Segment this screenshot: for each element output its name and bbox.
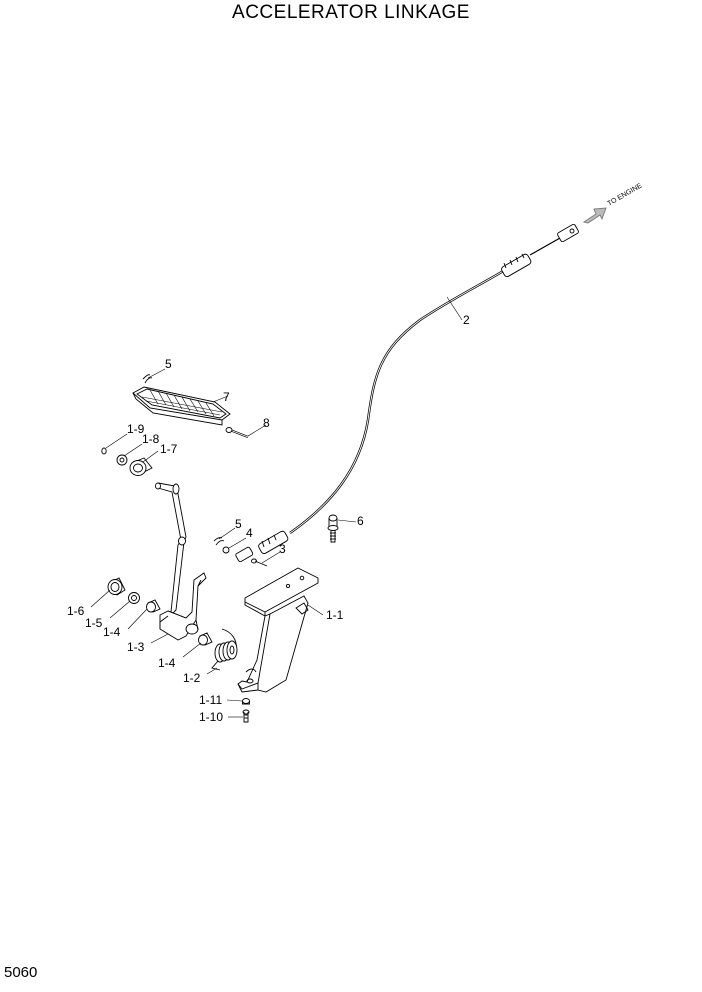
part-1-9-ring	[101, 447, 107, 455]
part-3-pin	[251, 558, 268, 567]
part-1-11-nut	[242, 698, 250, 705]
page-title: ACCELERATOR LINKAGE	[232, 2, 470, 23]
callout-1-4-left: 1-4	[103, 625, 121, 639]
page-number: 5060	[4, 964, 38, 981]
part-1-8-washer	[116, 454, 128, 466]
callout-2: 2	[463, 313, 470, 327]
part-5-upper-pin	[142, 374, 153, 384]
callout-5-lower: 5	[235, 517, 242, 531]
callout-1-1: 1-1	[326, 608, 344, 622]
part-8-bolt	[225, 427, 249, 439]
callout-1-3: 1-3	[127, 640, 145, 654]
part-7-pedal-pad	[132, 386, 231, 426]
callout-8: 8	[263, 416, 270, 430]
part-6-bolt	[327, 514, 339, 543]
callout-1-2: 1-2	[183, 671, 201, 685]
callout-7: 7	[223, 390, 230, 404]
callout-3: 3	[279, 542, 286, 556]
part-1-3-pedal-arm	[155, 482, 207, 641]
callout-1-8: 1-8	[142, 432, 160, 446]
callout-5-upper: 5	[165, 357, 172, 371]
callout-1-11: 1-11	[199, 693, 222, 707]
part-1-4-bushing-left	[146, 599, 161, 613]
part-4-washer	[222, 546, 230, 554]
callout-6: 6	[357, 514, 364, 528]
leader-lines	[90, 296, 463, 718]
callout-1-7: 1-7	[160, 442, 178, 456]
part-5-lower-pin	[213, 537, 225, 546]
part-1-7-bushing	[129, 457, 153, 476]
callout-1-10: 1-10	[199, 710, 223, 724]
callout-1-5: 1-5	[85, 616, 103, 630]
accelerator-cable	[235, 223, 579, 563]
part-1-2-spring	[211, 628, 238, 671]
callout-labels: 5 7 8 1-9 1-8 1-7 2 5 4 3 6 1-1 1-6 1-5 …	[67, 313, 470, 724]
to-engine-arrow-icon	[582, 207, 607, 224]
part-1-6-bushing	[107, 577, 126, 596]
callout-1-4-right: 1-4	[158, 656, 176, 670]
part-1-10-bolt	[242, 709, 250, 723]
part-1-5-washer	[128, 592, 140, 604]
part-1-4-bushing-right	[198, 632, 213, 646]
callout-1-9: 1-9	[127, 422, 145, 436]
callout-4: 4	[246, 526, 253, 540]
part-1-1-bracket	[237, 567, 319, 693]
callout-1-6: 1-6	[67, 604, 85, 618]
to-engine-label: TO ENGINE	[607, 182, 644, 207]
